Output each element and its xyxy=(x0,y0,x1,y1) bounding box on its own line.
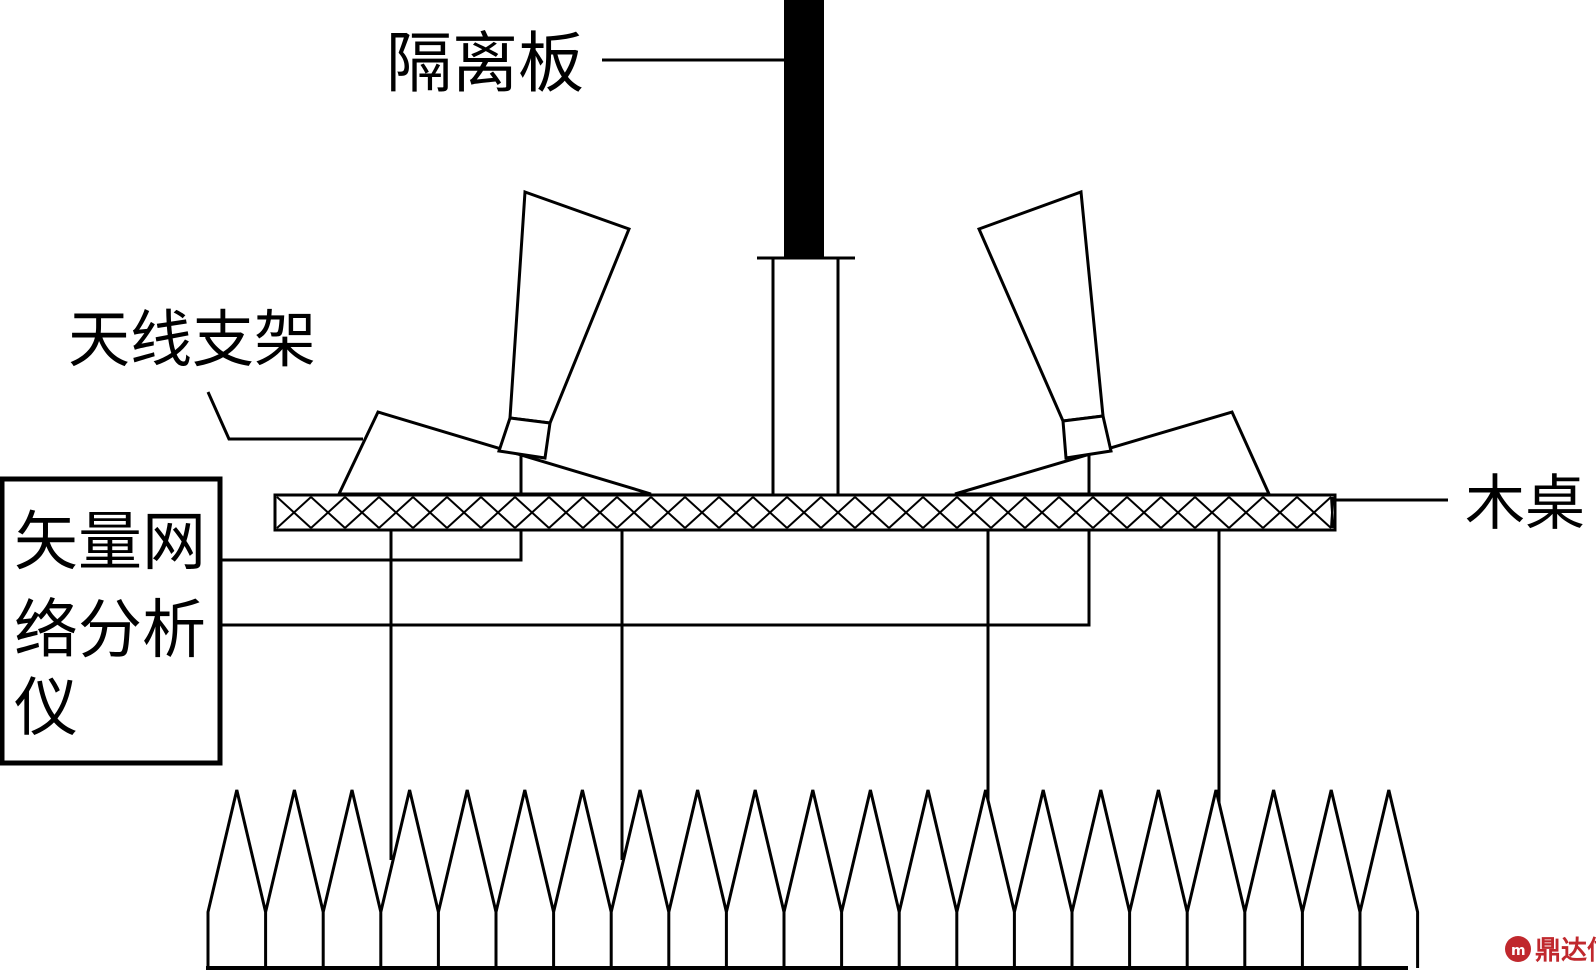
hatch-line xyxy=(276,496,312,529)
hatch-line xyxy=(888,496,924,529)
svg-text:m: m xyxy=(1511,943,1526,959)
right-horn-feed xyxy=(1061,414,1113,460)
hatch-line xyxy=(1058,496,1094,529)
vna-label-line2: 络分析 xyxy=(14,594,206,668)
table-hatch-pattern xyxy=(276,496,1334,529)
cable-to-left-antenna xyxy=(220,530,523,562)
left-antenna-assembly xyxy=(336,189,652,496)
hatch-line xyxy=(650,496,686,529)
watermark-badge-icon xyxy=(1505,936,1531,962)
hatch-line xyxy=(990,496,1026,529)
hatch-line xyxy=(582,496,618,529)
left-antenna-bracket xyxy=(336,410,652,496)
watermark-logo: m 鼎达信 xyxy=(1505,936,1596,966)
hatch-line xyxy=(922,496,958,529)
hatch-line xyxy=(548,496,584,529)
hatch-line xyxy=(956,496,992,529)
hatch-line xyxy=(1194,496,1230,529)
wooden-table-label: 木桌 xyxy=(1465,469,1585,539)
hatch-line xyxy=(1160,496,1196,529)
hatch-line xyxy=(1228,496,1264,529)
hatch-line xyxy=(1262,496,1298,529)
wooden-table xyxy=(273,493,1337,860)
partition-board xyxy=(757,0,855,494)
partition-label: 隔离板 xyxy=(386,25,584,102)
left-horn-feed xyxy=(497,416,552,460)
right-horn-antenna xyxy=(976,189,1105,423)
absorber-cones xyxy=(206,789,1420,968)
hatch-line xyxy=(1092,496,1128,529)
hatch-line xyxy=(480,496,516,529)
hatch-line xyxy=(786,496,822,529)
pyramidal-absorber xyxy=(206,789,1420,968)
hatch-line xyxy=(854,496,890,529)
hatch-line xyxy=(1024,496,1060,529)
hatch-line xyxy=(684,496,720,529)
hatch-line xyxy=(820,496,856,529)
hatch-line xyxy=(752,496,788,529)
hatch-line xyxy=(378,496,414,529)
watermark-text: 鼎达信 xyxy=(1535,936,1596,966)
vna-label-line1: 矢量网 xyxy=(14,506,206,580)
vna-box xyxy=(0,476,223,766)
antenna-bracket-label: 天线支架 xyxy=(68,303,316,376)
hatch-line xyxy=(344,496,380,529)
hatch-line xyxy=(412,496,448,529)
hatch-line xyxy=(718,496,754,529)
hatch-line xyxy=(446,496,482,529)
antenna-bracket-leader-line xyxy=(206,391,363,441)
hatch-line xyxy=(1126,496,1162,529)
vna-label-line3: 仪 xyxy=(14,672,78,746)
partition-panel xyxy=(784,0,824,258)
hatch-line xyxy=(1330,496,1334,529)
right-antenna-bracket xyxy=(954,410,1272,496)
hatch-line xyxy=(616,496,652,529)
hatch-line xyxy=(1296,496,1332,529)
left-horn-antenna xyxy=(508,189,631,425)
cable-to-right-antenna xyxy=(220,530,1091,627)
hatch-line xyxy=(514,496,550,529)
right-antenna-assembly xyxy=(954,189,1272,496)
vector-network-analyzer: 矢量网 络分析 仪 xyxy=(0,476,223,766)
hatch-line xyxy=(310,496,346,529)
